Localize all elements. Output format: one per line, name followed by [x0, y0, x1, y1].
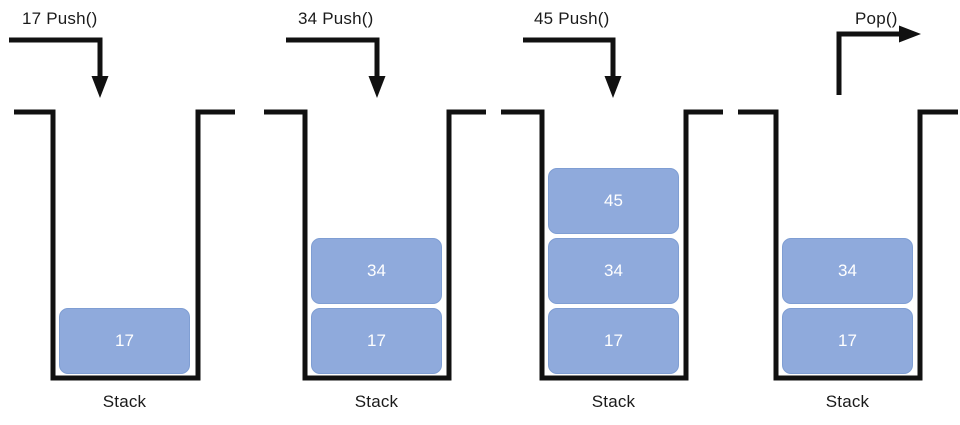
stack-container-panel-4 — [738, 109, 958, 381]
stack-item-panel-3-level-1: 34 — [548, 238, 679, 304]
operation-label-pop: Pop() — [855, 9, 898, 28]
stack-item-value: 45 — [604, 191, 623, 210]
stack-item-panel-4-level-1: 34 — [782, 238, 913, 304]
operation-label-push-17: 17 Push() — [22, 9, 98, 28]
stack-item-panel-3-level-2: 45 — [548, 168, 679, 234]
stack-caption-panel-1: Stack — [102, 392, 147, 411]
stack-item-value: 34 — [604, 261, 623, 280]
stack-item-value: 17 — [115, 331, 134, 350]
push-arrow-icon-panel-2 — [286, 37, 386, 98]
stack-caption-panel-3: Stack — [591, 392, 636, 411]
stack-item-panel-4-level-0: 17 — [782, 308, 913, 374]
stack-item-value: 34 — [367, 261, 386, 280]
stack-caption-panel-4: Stack — [825, 392, 870, 411]
stack-item-value: 17 — [838, 331, 857, 350]
pop-arrow-icon-panel-4 — [836, 25, 921, 95]
stack-item-panel-2-level-0: 17 — [311, 308, 442, 374]
push-arrow-icon-panel-1 — [9, 37, 109, 98]
stack-item-value: 17 — [604, 331, 623, 350]
stack-container-panel-2 — [264, 109, 486, 381]
stack-item-panel-1-level-0: 17 — [59, 308, 190, 374]
stack-item-panel-3-level-0: 17 — [548, 308, 679, 374]
push-arrow-icon-panel-3 — [523, 37, 622, 98]
stack-item-value: 17 — [367, 331, 386, 350]
stack-item-panel-2-level-1: 34 — [311, 238, 442, 304]
stack-container-panel-1 — [14, 109, 235, 381]
operation-label-push-34: 34 Push() — [298, 9, 374, 28]
stack-caption-panel-2: Stack — [354, 392, 399, 411]
operation-label-push-45: 45 Push() — [534, 9, 610, 28]
stack-item-value: 34 — [838, 261, 857, 280]
stack-container-panel-3 — [501, 109, 723, 381]
